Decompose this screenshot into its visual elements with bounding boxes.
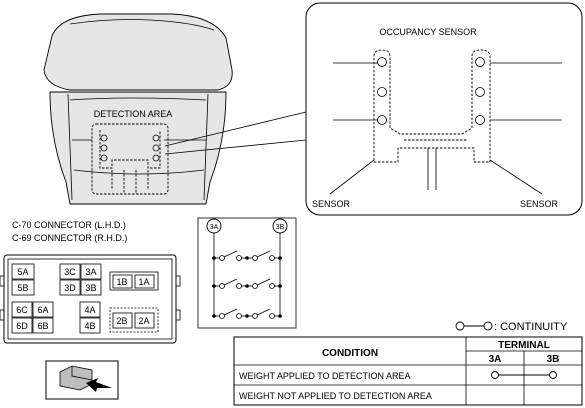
occupancy-sensor-inset: OCCUPANCY SENSOR SENSOR SENSOR: [305, 2, 583, 216]
leader-line-top: [164, 111, 307, 147]
sensor-switch: [214, 250, 247, 261]
table-terminal-header: TERMINAL: [498, 340, 550, 351]
junction-dot: [212, 314, 216, 318]
detection-area-label: DETECTION AREA: [94, 109, 173, 119]
condition-table: CONDITION TERMINAL 3A 3B WEIGHT APPLIED …: [233, 336, 583, 406]
pin-3B: 3B: [85, 283, 96, 293]
sensor-switch: [247, 250, 280, 261]
connector-title-rhd: C-69 CONNECTOR (R.H.D.): [12, 233, 127, 243]
pin-5B: 5B: [17, 283, 28, 293]
seat-cushion: [49, 91, 227, 205]
connector-pins: 5A 5B 3C 3A 3D 3B 1B 1A 6C 6A 6D 6B: [11, 263, 159, 334]
pin-5A: 5A: [17, 267, 28, 277]
schematic-terminal-3a: 3A: [210, 224, 219, 231]
junction-dot: [278, 256, 282, 260]
connector-section: C-70 CONNECTOR (L.H.D.) C-69 CONNECTOR (…: [0, 220, 181, 344]
pin-2B: 2B: [116, 316, 127, 326]
table-col-3a: 3A: [489, 354, 502, 365]
schematic-terminal-3b: 3B: [276, 224, 285, 231]
junction-dot: [278, 314, 282, 318]
sensor-switch: [247, 278, 280, 289]
table-condition-header: CONDITION: [322, 348, 378, 359]
pin-4A: 4A: [84, 305, 95, 315]
junction-dot: [245, 256, 249, 260]
leader-line-bottom: [164, 139, 307, 155]
junction-dot: [212, 256, 216, 260]
legend-text: : CONTINUITY: [494, 321, 568, 333]
pin-6C: 6C: [16, 305, 28, 315]
junction-dot: [245, 314, 249, 318]
table-row-weight-applied: WEIGHT APPLIED TO DETECTION AREA: [239, 371, 411, 381]
continuity-mark: [491, 371, 557, 379]
table-row-weight-not-applied: WEIGHT NOT APPLIED TO DETECTION AREA: [239, 391, 432, 401]
pin-3A: 3A: [85, 267, 96, 277]
pin-3D: 3D: [64, 283, 76, 293]
connector-view-icon: [45, 360, 119, 400]
pin-1A: 1A: [138, 277, 149, 287]
junction-dot: [278, 284, 282, 288]
junction-dot: [245, 284, 249, 288]
pin-6B: 6B: [37, 321, 48, 331]
seat-backrest: [43, 13, 233, 91]
table-col-3b: 3B: [547, 354, 560, 365]
seat-sensor-outline: [99, 130, 161, 169]
sensor-switch: [214, 278, 247, 289]
sensor-switch: [214, 308, 247, 319]
pin-3C: 3C: [64, 267, 76, 277]
detection-area-box: [91, 123, 169, 195]
sensor-label-right: SENSOR: [520, 199, 559, 209]
junction-dot: [212, 284, 216, 288]
connector-body: [3, 254, 177, 344]
pin-6A: 6A: [37, 305, 48, 315]
connector-title-lhd: C-70 CONNECTOR (L.H.D.): [12, 220, 126, 230]
sensor-switch: [247, 308, 280, 319]
pin-6D: 6D: [16, 321, 28, 331]
seat-illustration: DETECTION AREA: [43, 13, 233, 205]
inset-title: OCCUPANCY SENSOR: [379, 27, 477, 37]
sensor-label-left: SENSOR: [312, 199, 351, 209]
pin-1B: 1B: [116, 277, 127, 287]
switch-schematic: 3A 3B: [197, 217, 297, 329]
continuity-legend: : CONTINUITY: [455, 321, 568, 333]
pin-2A: 2A: [138, 316, 149, 326]
pin-4B: 4B: [84, 321, 95, 331]
